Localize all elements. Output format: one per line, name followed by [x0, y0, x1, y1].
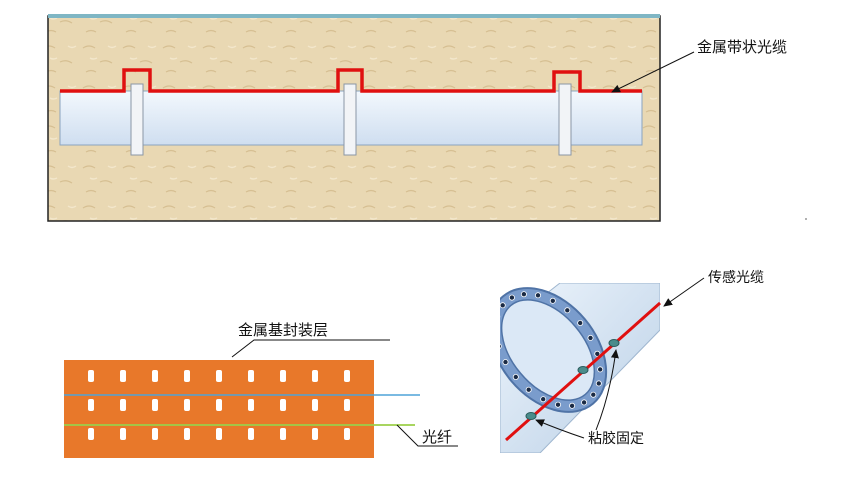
substrate-slot [312, 428, 318, 440]
sensing-cable-leader [663, 277, 705, 307]
substrate-slot [248, 428, 254, 440]
substrate-slot [152, 370, 158, 382]
flange-bolts [493, 291, 604, 409]
flange-bolt [595, 380, 602, 387]
optical-fiber-label: 光纤 [422, 428, 452, 446]
substrate-slot [88, 370, 94, 382]
metal-substrate-leader [231, 339, 390, 358]
optical-fiber-leader [396, 424, 458, 447]
substrate-slot [312, 399, 318, 411]
flange-bolt [520, 291, 527, 298]
substrate-slot [344, 370, 350, 382]
flange-bolt [569, 402, 576, 409]
flange-bolt [564, 307, 571, 314]
flange-bolt [512, 373, 519, 380]
substrate-slot [88, 399, 94, 411]
flange-bolt [587, 334, 594, 341]
substrate-slot [344, 428, 350, 440]
substrate-slot [184, 399, 190, 411]
substrate-slot [184, 428, 190, 440]
flange-bolt [525, 386, 532, 393]
flange-bolt [508, 294, 515, 301]
adhesive-point-1 [525, 412, 537, 420]
substrate-slot [312, 370, 318, 382]
substrate-slot [216, 399, 222, 411]
substrate-slot [280, 399, 286, 411]
flange-bolt [549, 297, 556, 304]
substrate-slot [216, 370, 222, 382]
pipe-bore [500, 299, 596, 401]
metal-strip-cable-leader [611, 51, 695, 93]
flange-bolt [555, 401, 562, 408]
adhesive-leader-1 [535, 419, 585, 439]
flange-bolt [500, 315, 501, 318]
substrate-slot [280, 428, 286, 440]
bottom-right-panel: 传感光缆 粘胶固定 [493, 269, 764, 453]
flange-bolt [500, 343, 502, 349]
substrate-slot [184, 370, 190, 382]
substrate-slots [88, 370, 350, 440]
pipe-support-3 [558, 83, 572, 156]
pipe-support-2 [343, 83, 357, 156]
flange-bolt [597, 366, 604, 373]
adhesive-point-3 [608, 339, 620, 347]
pipe-support-1 [130, 83, 144, 156]
flange-bolt [594, 350, 601, 357]
substrate-slot [344, 399, 350, 411]
sensing-cable-label: 传感光缆 [708, 269, 764, 286]
substrate-slot [120, 370, 126, 382]
metal-strip-cable [60, 68, 642, 93]
top-panel: 金属带状光缆 [47, 14, 787, 222]
metal-strip-cable-label: 金属带状光缆 [697, 38, 787, 56]
substrate-slot [248, 399, 254, 411]
substrate-slot [216, 428, 222, 440]
adhesive-leader-2 [595, 349, 619, 431]
flange-bolt [581, 399, 588, 406]
substrate-slot [88, 428, 94, 440]
flange-bolt [540, 396, 547, 403]
flange-bolt [500, 302, 506, 309]
substrate-slot [152, 428, 158, 440]
substrate-slot [248, 370, 254, 382]
substrate-slot [120, 399, 126, 411]
flange-bolt [577, 319, 584, 326]
adhesive-point-2 [577, 366, 589, 374]
flange-bolt [493, 328, 498, 333]
flange-bolt [502, 359, 509, 366]
flange-bolt [535, 292, 542, 299]
substrate-slot [120, 428, 126, 440]
metal-substrate-label: 金属基封装层 [238, 321, 328, 339]
substrate-slot [280, 370, 286, 382]
bottom-left-panel: 金属基封装层 光纤 [64, 321, 458, 458]
flange-bolt [590, 391, 597, 398]
adhesive-fixing-label: 粘胶固定 [588, 430, 644, 447]
substrate-slot [152, 399, 158, 411]
stray-dot [805, 218, 807, 220]
